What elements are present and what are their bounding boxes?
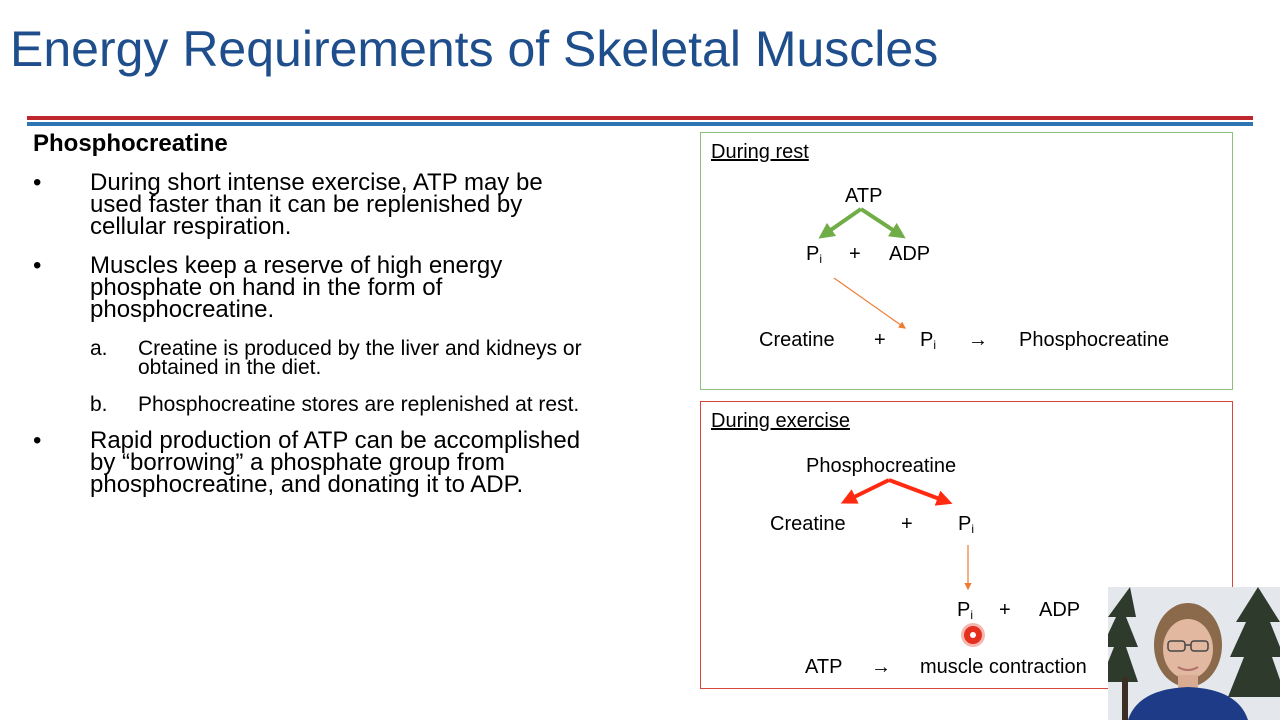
- plus-sign: +: [901, 513, 913, 535]
- split-arrow-left: [840, 478, 890, 504]
- sub-item-line: Creatine is produced by the liver and ki…: [138, 337, 582, 360]
- bullet-line: used faster than it can be replenished b…: [90, 191, 523, 218]
- phosphate-label: Pi: [957, 599, 974, 622]
- split-arrow-right: [859, 207, 906, 239]
- plus-sign: +: [849, 243, 861, 265]
- creatine-label: Creatine: [770, 513, 846, 535]
- sub-item-line: Phosphocreatine stores are replenished a…: [138, 393, 580, 416]
- phosphocreatine-label: Phosphocreatine: [1019, 329, 1170, 351]
- adp-label: ADP: [889, 243, 931, 265]
- phosphate-label: Pi: [806, 243, 823, 266]
- bullet-line: Muscles keep a reserve of high energy: [90, 252, 503, 279]
- phosphocreatine-label: Phosphocreatine: [806, 455, 957, 477]
- sub-item-label: a.: [90, 337, 108, 360]
- transfer-arrow: [833, 277, 906, 329]
- reaction-arrow: →: [968, 329, 988, 351]
- section-heading: Phosphocreatine: [33, 130, 228, 157]
- reaction-arrows: [818, 207, 906, 329]
- pointer-cursor-icon: [964, 626, 982, 644]
- sub-item-line: obtained in the diet.: [138, 356, 322, 379]
- bullet-line: cellular respiration.: [90, 213, 292, 240]
- bullet-line: by “borrowing” a phosphate group from: [90, 449, 505, 476]
- bullet-symbol: •: [33, 252, 42, 279]
- presenter-webcam: [1108, 587, 1280, 720]
- bullet-line: phosphate on hand in the form of: [90, 274, 443, 301]
- title-divider-blue: [27, 122, 1253, 126]
- split-arrow-left: [818, 207, 863, 239]
- adp-label: ADP: [1039, 599, 1081, 621]
- bullet-line: phosphocreatine.: [90, 296, 275, 323]
- bullet-line: phosphocreatine, and donating it to ADP.: [90, 471, 524, 498]
- phosphate-label: Pi: [958, 513, 975, 536]
- during-rest-panel: During rest ATP Pi + ADP Creatine + Pi →…: [700, 132, 1233, 390]
- bullet-line: Rapid production of ATP can be accomplis…: [90, 427, 581, 454]
- presenter-image: [1108, 587, 1280, 720]
- plus-sign: +: [874, 329, 886, 351]
- reaction-arrow: →: [871, 656, 891, 678]
- reaction-arrows: [840, 478, 972, 591]
- bullet-symbol: •: [33, 169, 42, 196]
- bullet-symbol: •: [33, 427, 42, 454]
- split-arrow-right: [888, 478, 953, 506]
- creatine-label: Creatine: [759, 329, 835, 351]
- plus-sign: +: [999, 599, 1011, 621]
- title-divider-red: [27, 116, 1253, 120]
- sub-item-label: b.: [90, 393, 108, 416]
- phosphate-label: Pi: [920, 329, 937, 352]
- bullet-line: During short intense exercise, ATP may b…: [90, 169, 543, 196]
- panel-label: During rest: [711, 141, 809, 163]
- slide-title: Energy Requirements of Skeletal Muscles: [10, 21, 939, 77]
- muscle-contraction-label: muscle contraction: [920, 656, 1087, 678]
- during-exercise-panel: During exercise Phosphocreatine Creatine…: [700, 401, 1233, 689]
- atp-label: ATP: [845, 185, 883, 207]
- panel-label: During exercise: [711, 410, 850, 432]
- atp-label: ATP: [805, 656, 843, 678]
